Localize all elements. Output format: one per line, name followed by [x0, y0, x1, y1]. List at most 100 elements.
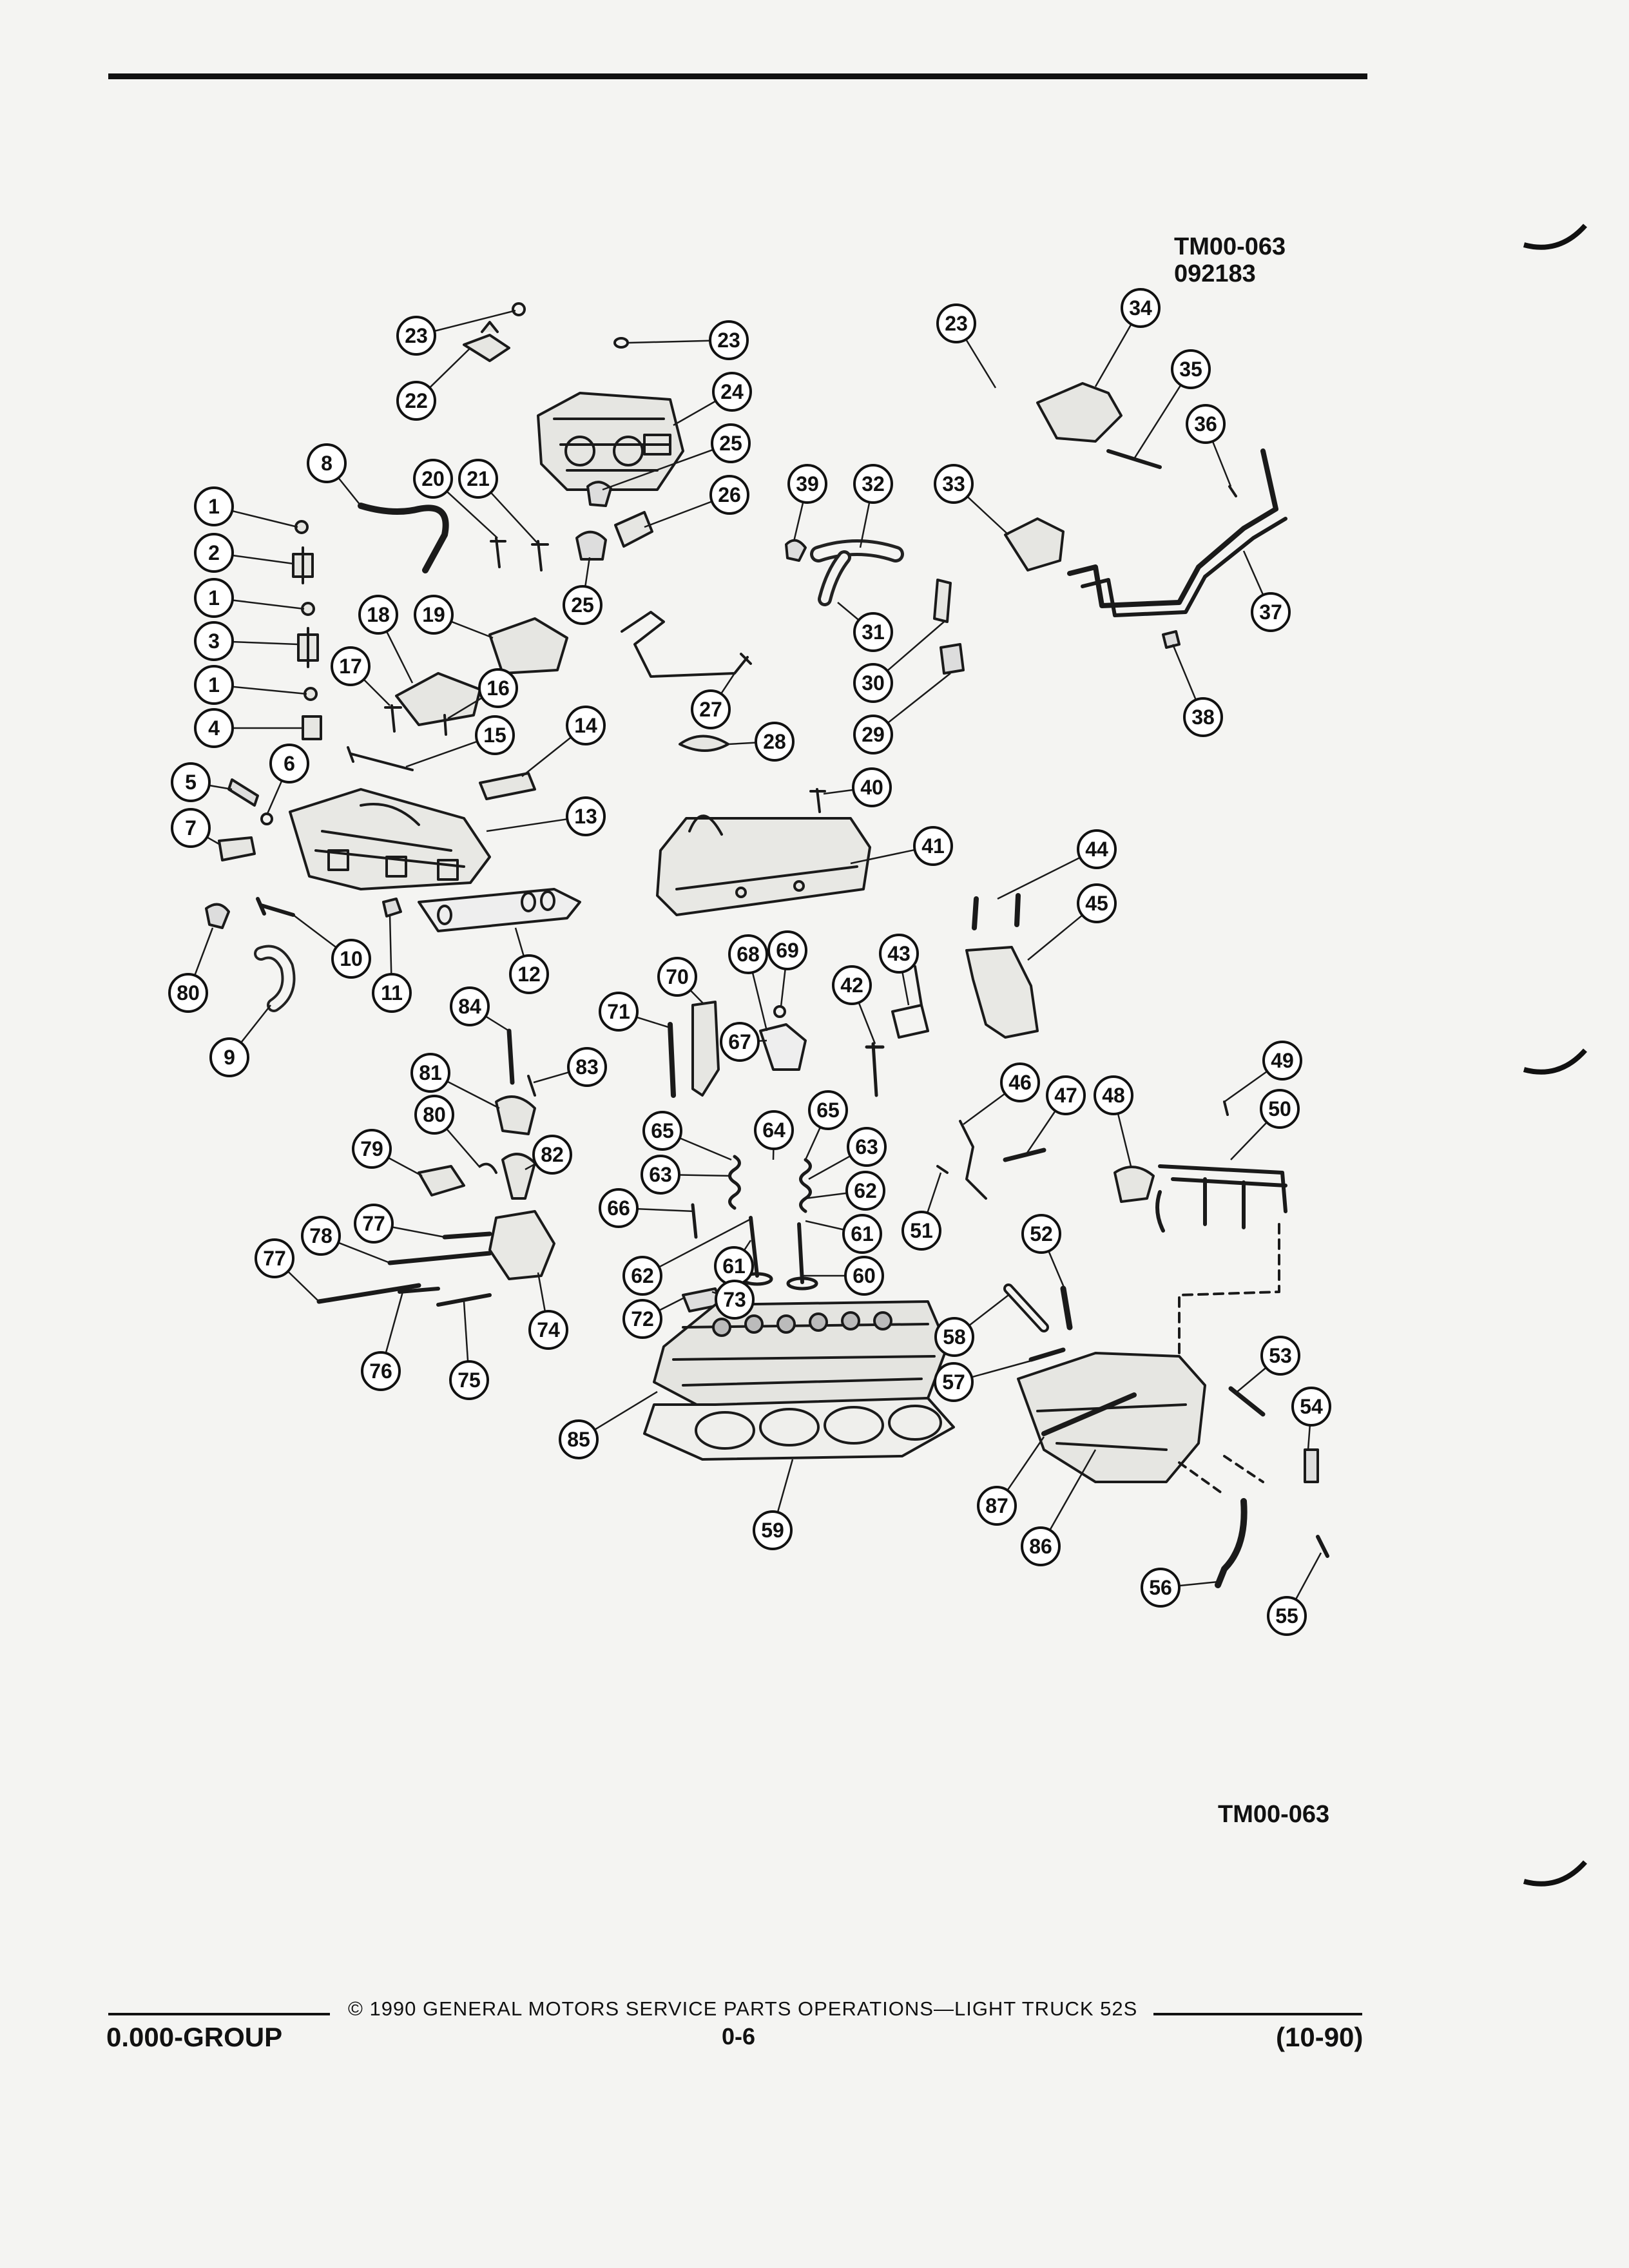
callout-number-15: 15 — [483, 724, 506, 747]
callout-circle-66 — [599, 1188, 639, 1228]
callout-number-49: 49 — [1271, 1049, 1294, 1072]
cover-19-drawing — [488, 617, 568, 675]
leader-line-73 — [711, 1291, 717, 1294]
leader-line-77 — [392, 1226, 445, 1238]
margin-mark-2 — [1523, 1048, 1587, 1075]
leader-line-77 — [287, 1271, 320, 1302]
heat-tube-87-drawing — [1041, 1392, 1137, 1436]
leader-line-75 — [463, 1301, 469, 1361]
regulator-48-drawing — [1113, 1166, 1155, 1203]
callout-number-65: 65 — [651, 1119, 674, 1142]
leader-line-1 — [233, 686, 307, 695]
callout-number-77: 77 — [263, 1247, 286, 1270]
callout-number-4: 4 — [208, 716, 220, 740]
leader-line-74 — [537, 1272, 546, 1311]
callout-number-30: 30 — [862, 671, 885, 695]
bolt-40-drawing — [809, 788, 826, 813]
callout-circle-25 — [711, 423, 751, 463]
callout-number-12: 12 — [517, 963, 541, 986]
leader-line-14 — [521, 736, 572, 777]
callout-number-52: 52 — [1030, 1222, 1053, 1245]
callout-circle-38 — [1183, 697, 1223, 737]
callout-circle-78 — [301, 1216, 341, 1256]
leader-line-86 — [1049, 1449, 1097, 1530]
leader-line-33 — [967, 496, 1009, 535]
callout-number-9: 9 — [224, 1046, 235, 1069]
callout-number-73: 73 — [723, 1288, 746, 1311]
figure-code-block: TM00-063 092183 — [1174, 233, 1286, 287]
gasket-25-drawing — [586, 481, 612, 507]
callout-number-76: 76 — [369, 1360, 392, 1383]
callout-circle-45 — [1077, 883, 1117, 923]
pcv-valve-30-drawing — [933, 579, 952, 623]
callout-number-54: 54 — [1300, 1395, 1323, 1418]
callout-number-42: 42 — [840, 974, 863, 997]
callout-circle-85 — [559, 1419, 599, 1459]
callout-number-10: 10 — [340, 947, 363, 970]
callout-circle-70 — [657, 957, 697, 997]
callout-circle-26 — [709, 475, 749, 515]
callout-circle-51 — [901, 1211, 941, 1251]
callout-number-23: 23 — [717, 329, 740, 352]
callout-circle-46 — [1000, 1062, 1040, 1102]
callout-number-85: 85 — [567, 1428, 590, 1451]
bolt-83-drawing — [527, 1075, 536, 1097]
callout-circle-35 — [1171, 349, 1211, 389]
callout-circle-43 — [879, 934, 919, 974]
callout-number-58: 58 — [943, 1325, 966, 1349]
callout-circle-57 — [934, 1362, 974, 1402]
callout-number-74: 74 — [537, 1318, 560, 1341]
leader-line-10 — [293, 914, 336, 948]
callout-circle-33 — [934, 464, 974, 504]
callout-circle-80 — [414, 1095, 454, 1135]
leader-line-87 — [1007, 1436, 1045, 1490]
callout-circle-42 — [832, 965, 872, 1005]
leader-line-15 — [405, 740, 477, 768]
leader-line-9 — [240, 1004, 271, 1043]
callout-circle-1 — [194, 665, 234, 705]
callout-number-69: 69 — [776, 939, 799, 962]
callout-circle-25 — [563, 585, 602, 625]
callout-number-21: 21 — [467, 467, 490, 490]
housing-18-drawing — [395, 672, 481, 726]
callout-number-1: 1 — [208, 586, 220, 610]
leader-line-76 — [385, 1291, 404, 1353]
bracket-43-drawing — [891, 965, 929, 1039]
leader-line-22 — [429, 347, 471, 388]
callout-circle-59 — [753, 1510, 793, 1550]
hose-8-drawing — [358, 503, 449, 573]
callout-circle-10 — [331, 939, 371, 979]
gasket-12-drawing — [418, 888, 581, 932]
bolt-17-drawing — [384, 704, 402, 733]
callout-number-50: 50 — [1268, 1097, 1291, 1120]
nut-23-drawing — [512, 302, 526, 316]
callout-number-62: 62 — [854, 1179, 877, 1202]
bolt-16-drawing — [443, 714, 447, 736]
callout-circle-63 — [847, 1127, 887, 1167]
leader-line-63 — [679, 1174, 732, 1177]
callout-number-33: 33 — [942, 472, 965, 495]
callout-circle-77 — [354, 1204, 394, 1244]
callout-number-13: 13 — [574, 805, 597, 828]
callout-circle-5 — [171, 762, 211, 802]
callout-number-51: 51 — [910, 1219, 933, 1242]
leader-line-65 — [804, 1127, 821, 1160]
manifold-34-drawing — [1036, 382, 1123, 443]
callout-circle-81 — [410, 1053, 450, 1093]
leader-line-25 — [584, 557, 591, 586]
footer-page-number: 0-6 — [722, 2023, 756, 2050]
grommet-29-drawing — [940, 643, 965, 675]
leader-line-62 — [805, 1192, 847, 1200]
leader-line-32 — [859, 503, 871, 548]
studs-44-drawing — [972, 893, 1021, 930]
leader-line-24 — [673, 400, 716, 427]
part-drawings — [205, 302, 1329, 1588]
callout-circle-55 — [1267, 1596, 1307, 1636]
callout-number-7: 7 — [185, 816, 197, 840]
callout-circle-19 — [414, 595, 454, 635]
leader-line-20 — [447, 491, 498, 539]
callout-circle-68 — [728, 934, 768, 974]
leader-line-18 — [386, 631, 414, 684]
callout-number-84: 84 — [458, 995, 481, 1018]
